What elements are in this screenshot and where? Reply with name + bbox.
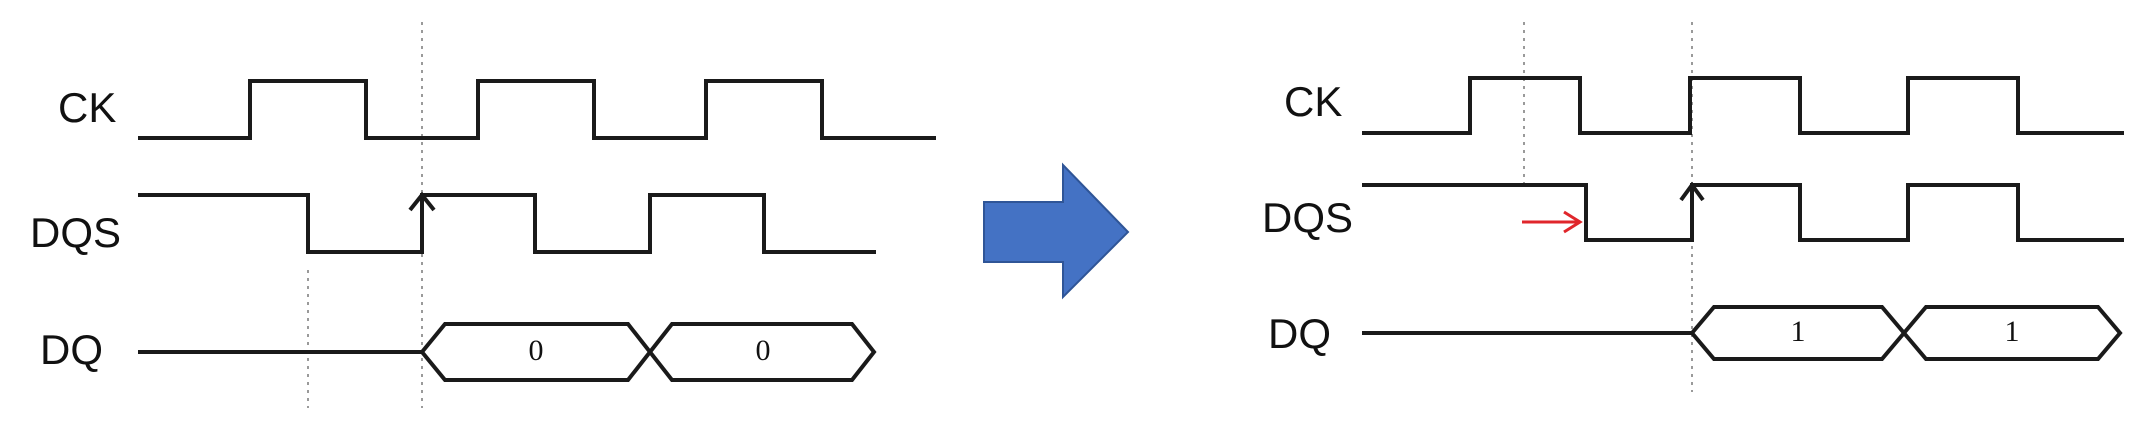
dq-data-eye [647,322,877,382]
dqs-waveform [1362,183,2124,242]
up-arrow-caret-icon [1679,181,1705,202]
dqs-label: DQS [30,209,121,256]
dq-value-label: 0 [529,334,544,367]
dq-data-eye [1901,305,2123,361]
dq-value-label: 0 [756,334,771,367]
timing-diagram-before: CK DQS DQ 0 0 [30,22,936,408]
dq-value-label: 1 [1791,315,1806,348]
dqs-label: DQS [1262,194,1353,241]
ck-label: CK [58,84,116,131]
dqs-waveform [138,193,876,254]
red-right-arrow-icon [1522,210,1583,234]
dq-label: DQ [40,326,103,373]
ck-waveform [1362,76,2124,135]
timing-diagram-after: CK DQS DQ 1 1 [1262,22,2124,392]
dq-value-label: 1 [2005,315,2020,348]
dq-label: DQ [1268,310,1331,357]
ck-waveform [138,79,936,140]
ck-label: CK [1284,78,1342,125]
up-arrow-caret-icon [408,191,436,212]
transition-arrow-shape [983,162,1130,300]
right-arrow-icon [983,162,1130,300]
